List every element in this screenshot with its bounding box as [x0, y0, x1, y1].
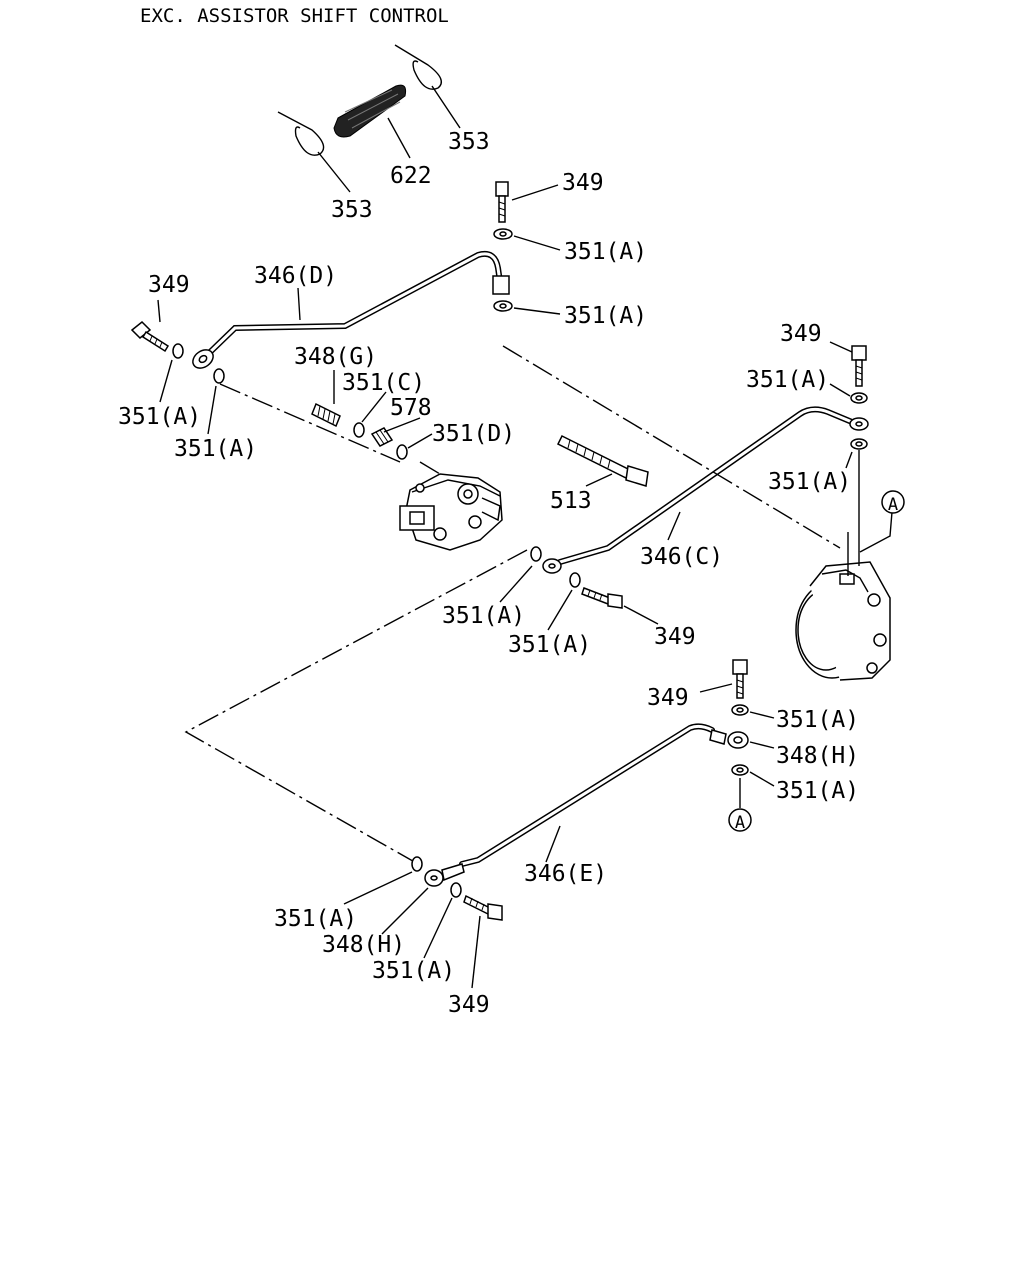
connector-348h-right [709, 729, 749, 749]
callout-513: 513 [550, 488, 592, 514]
washer-351a-bottom-inner [450, 882, 462, 898]
valve-body [399, 473, 503, 551]
callout-578: 578 [390, 395, 432, 421]
callout-622: 622 [390, 163, 432, 189]
actuator-unit [795, 561, 891, 681]
callout-351a-right-lower: 351(A) [768, 469, 851, 495]
callout-351a-bottom-inner: 351(A) [372, 958, 455, 984]
callout-351a-bottom-outer: 351(A) [274, 906, 357, 932]
callout-349-mid: 349 [654, 624, 696, 650]
washer-351c [353, 422, 365, 438]
pipe-346d [203, 250, 503, 359]
callout-349-lower-right: 349 [647, 685, 689, 711]
washer-351d [396, 444, 408, 460]
plug-578 [370, 427, 394, 447]
callout-351c: 351(C) [342, 370, 425, 396]
connector-348h-bottom [424, 863, 465, 887]
callout-346d: 346(D) [254, 263, 337, 289]
callout-351a-lower-right-upper: 351(A) [776, 707, 859, 733]
callout-348h-right: 348(H) [776, 743, 859, 769]
callout-353-right: 353 [448, 129, 490, 155]
bolt-349-lower-right [732, 659, 748, 699]
callout-351a-left-outer: 351(A) [118, 404, 201, 430]
banjo-fitting-top [492, 275, 510, 295]
hose-622 [333, 84, 407, 138]
cable-tie-513 [556, 434, 649, 487]
callout-346e: 346(E) [524, 861, 607, 887]
reference-mark-a-lower-label: A [735, 813, 745, 833]
washer-351a-mid-right [569, 572, 581, 588]
callout-348g: 348(G) [294, 344, 377, 370]
banjo-fitting-left [192, 349, 214, 369]
callout-349-right: 349 [780, 321, 822, 347]
diagram-title: EXC. ASSISTOR SHIFT CONTROL [140, 5, 449, 27]
reference-mark-a-lower [728, 808, 752, 832]
bolt-349-bottom [463, 894, 503, 921]
callout-351a-top-lower: 351(A) [564, 303, 647, 329]
callout-351a-mid-right: 351(A) [508, 632, 591, 658]
bolt-349-top [495, 181, 509, 223]
callout-349-bottom: 349 [448, 992, 490, 1018]
banjo-fitting-mid [542, 558, 562, 574]
bolt-349-mid [581, 587, 623, 609]
clip-353-left [277, 111, 325, 156]
reference-mark-a-upper [881, 490, 905, 514]
callout-348h-bottom: 348(H) [322, 932, 405, 958]
callout-351a-mid-left: 351(A) [442, 603, 525, 629]
callout-351a-lower-right-lower: 351(A) [776, 778, 859, 804]
pipe-346e [459, 723, 715, 867]
banjo-fitting-right [849, 417, 869, 431]
washer-351a-mid-left [530, 546, 542, 562]
reference-mark-a-upper-label: A [888, 495, 898, 515]
washer-351a-left-inner [213, 368, 225, 384]
washer-351a-bottom-outer [411, 856, 423, 872]
callout-351a-right-upper: 351(A) [746, 367, 829, 393]
callout-351a-left-inner: 351(A) [174, 436, 257, 462]
pipe-346c [557, 406, 855, 565]
bolt-349-left [130, 320, 170, 353]
washer-351a-left-outer [172, 343, 184, 359]
callout-349-top: 349 [562, 170, 604, 196]
callout-351d: 351(D) [432, 421, 515, 447]
callout-346c: 346(C) [640, 544, 723, 570]
callout-353-left: 353 [331, 197, 373, 223]
bolt-349-right [851, 345, 867, 387]
callout-351a-top-upper: 351(A) [564, 239, 647, 265]
connector-348g [311, 402, 341, 428]
callout-349-left: 349 [148, 272, 190, 298]
clip-353-right [394, 44, 442, 90]
